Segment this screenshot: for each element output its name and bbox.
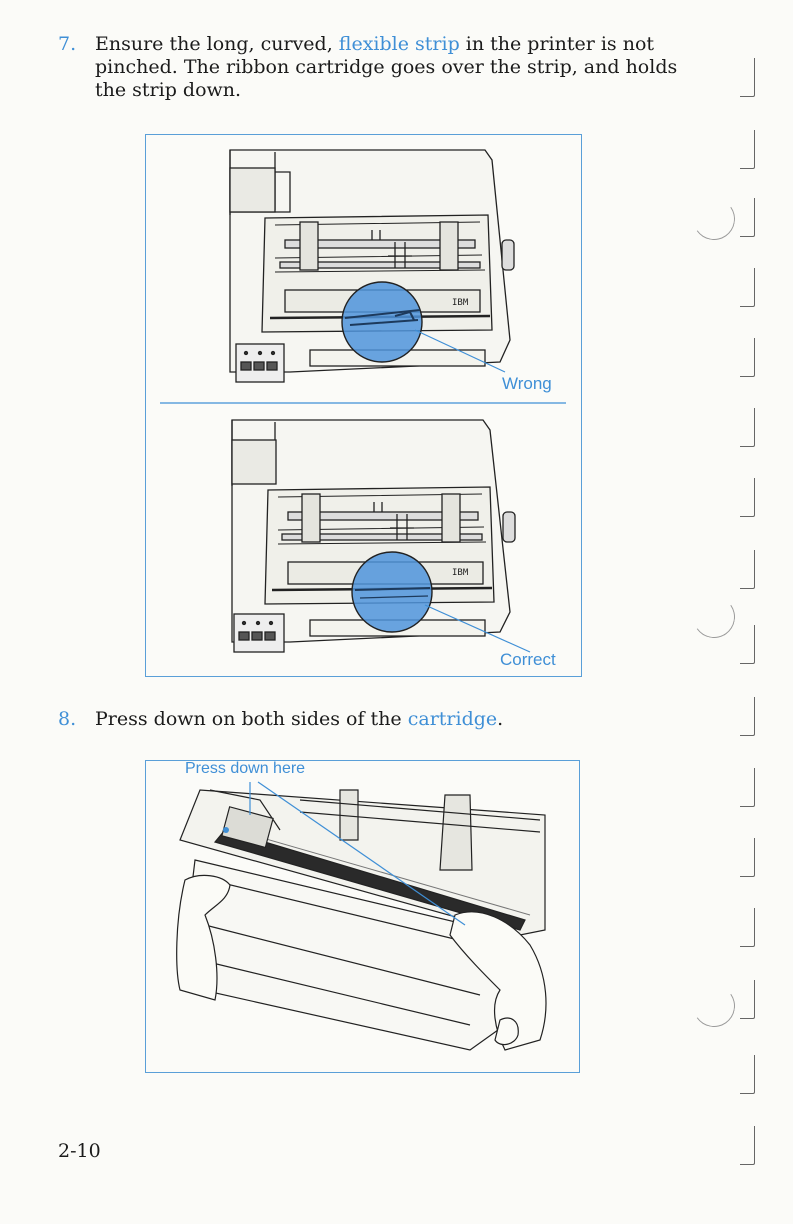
- binder-tab: [740, 198, 755, 237]
- binder-tab: [740, 550, 755, 589]
- binder-tab: [740, 130, 755, 169]
- binder-tab: [740, 768, 755, 807]
- binder-tab: [740, 625, 755, 664]
- binder-tab: [740, 338, 755, 377]
- binder-tab: [740, 1055, 755, 1094]
- binder-tab: [740, 908, 755, 947]
- binder-tab: [740, 980, 755, 1019]
- binder-tab: [740, 697, 755, 736]
- page-number: 2-10: [58, 1140, 101, 1162]
- binder-tab: [740, 478, 755, 517]
- binder-tab: [740, 58, 755, 97]
- binder-tab: [740, 1126, 755, 1165]
- binder-tab: [740, 838, 755, 877]
- binder-tab: [740, 408, 755, 447]
- binder-tab: [740, 268, 755, 307]
